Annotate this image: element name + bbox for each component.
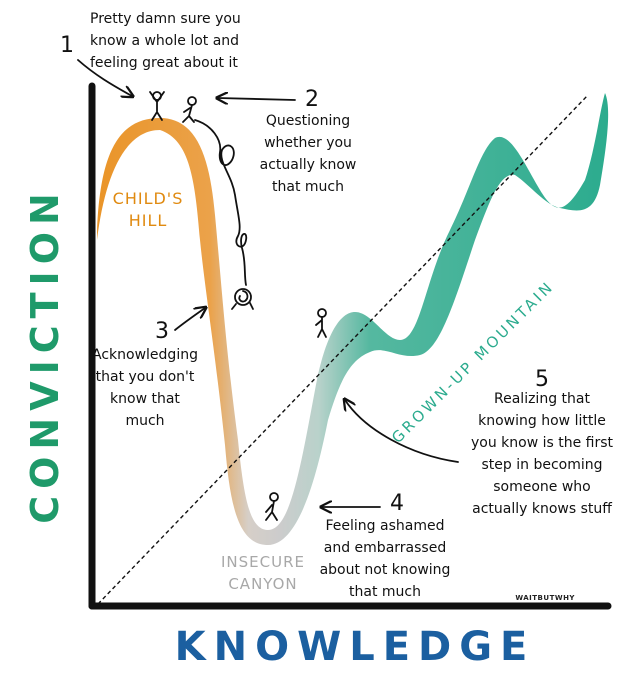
x-axis-label: KNOWLEDGE	[175, 624, 536, 670]
step-3-annotation: 3 Acknowledging that you don't know that…	[92, 308, 205, 429]
svg-text:and embarrassed: and embarrassed	[324, 540, 446, 556]
svg-text:you know is the first: you know is the first	[471, 435, 614, 451]
arrow-step-1	[77, 59, 132, 96]
svg-text:know a whole lot and: know a whole lot and	[90, 33, 239, 49]
stick-figure-questioning	[182, 96, 197, 123]
journey-curve	[97, 93, 609, 545]
y-axis-label: CONVICTION	[23, 186, 67, 524]
svg-text:know that: know that	[110, 391, 180, 407]
childs-hill-label: CHILD'S HILL	[113, 189, 184, 230]
svg-text:knowing how little: knowing how little	[478, 413, 606, 429]
svg-text:about not knowing: about not knowing	[320, 562, 451, 578]
svg-text:step in becoming: step in becoming	[482, 457, 603, 473]
svg-text:CANYON: CANYON	[228, 575, 297, 593]
svg-text:that you don't: that you don't	[96, 369, 195, 385]
arrow-step-2	[218, 98, 296, 100]
svg-text:1: 1	[60, 33, 74, 58]
step-5-annotation: 5 Realizing that knowing how little you …	[345, 367, 614, 517]
arrow-step-5	[345, 400, 459, 463]
svg-text:actually knows stuff: actually knows stuff	[472, 501, 612, 517]
svg-text:feeling great about it: feeling great about it	[90, 55, 238, 71]
svg-text:3: 3	[155, 319, 169, 344]
svg-text:Realizing that: Realizing that	[494, 391, 590, 407]
svg-text:actually know: actually know	[260, 157, 357, 173]
svg-text:that much: that much	[349, 584, 421, 600]
svg-text:that much: that much	[272, 179, 344, 195]
tumble-path	[194, 119, 248, 286]
step-2-annotation: 2 Questioning whether you actually know …	[218, 87, 356, 195]
insecure-canyon-label: INSECURE CANYON	[221, 553, 305, 593]
svg-text:Acknowledging: Acknowledging	[92, 347, 198, 363]
svg-text:4: 4	[390, 491, 404, 516]
arrow-step-3	[174, 308, 205, 331]
brand-logo: WAITBUTWHY	[515, 594, 575, 602]
svg-text:CHILD'S: CHILD'S	[113, 189, 184, 208]
diagonal-dashed-line	[97, 94, 589, 605]
step-1-annotation: 1 Pretty damn sure you know a whole lot …	[60, 11, 241, 96]
svg-text:HILL: HILL	[129, 211, 168, 230]
stick-figure-tumbling	[231, 288, 254, 310]
svg-text:someone who: someone who	[493, 479, 591, 495]
stick-figure-canyon	[265, 492, 279, 521]
stick-figure-celebrating	[149, 91, 165, 121]
svg-text:Feeling ashamed: Feeling ashamed	[326, 518, 445, 534]
svg-text:Pretty damn sure you: Pretty damn sure you	[90, 11, 241, 27]
svg-text:INSECURE: INSECURE	[221, 553, 305, 571]
step-4-annotation: 4 Feeling ashamed and embarrassed about …	[320, 491, 451, 600]
svg-text:Questioning: Questioning	[266, 113, 350, 129]
svg-text:whether you: whether you	[264, 135, 352, 151]
svg-text:5: 5	[535, 367, 549, 392]
svg-text:2: 2	[305, 87, 319, 112]
svg-text:much: much	[125, 413, 164, 429]
curve-band-fill	[97, 93, 609, 545]
stick-figure-climbing	[315, 308, 327, 338]
